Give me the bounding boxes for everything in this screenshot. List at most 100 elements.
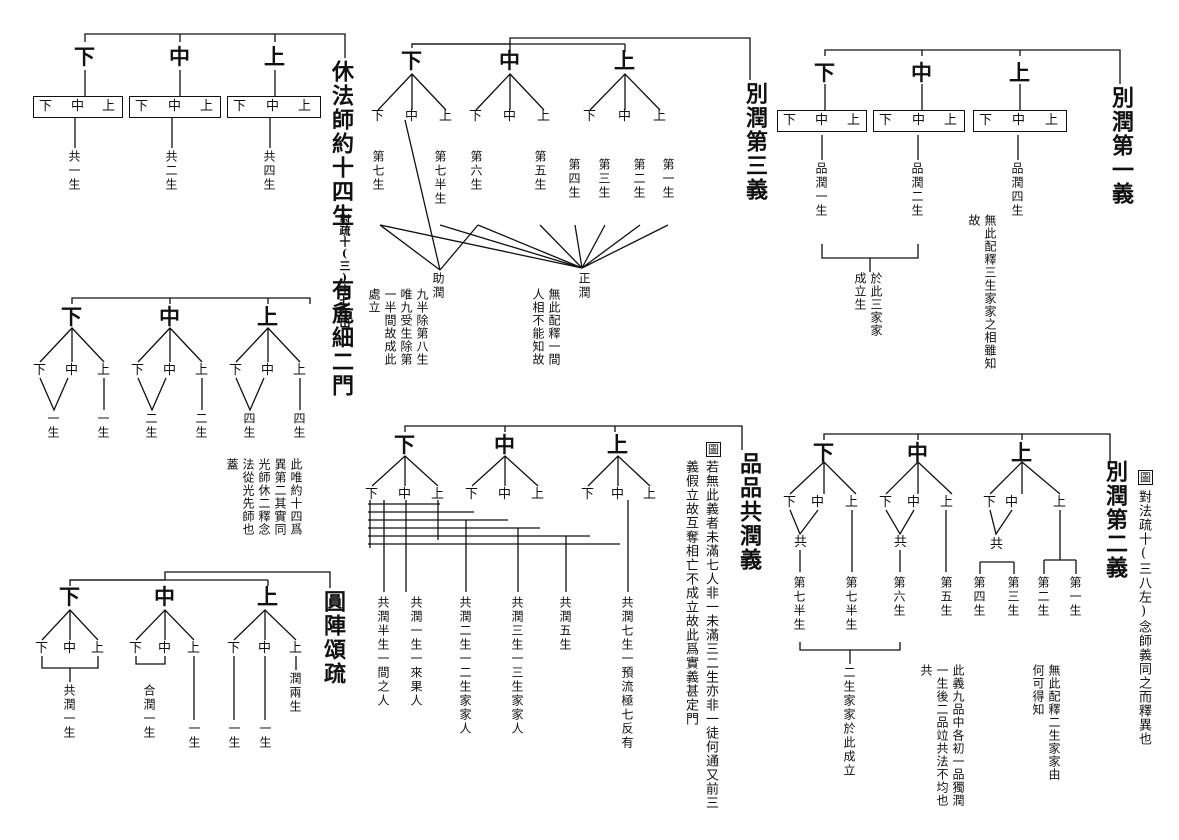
e-result-3: 一生	[187, 722, 201, 750]
e-sub-5: 中	[158, 641, 172, 656]
c-box1-l: 下	[783, 113, 797, 128]
a-box2-u: 上	[200, 99, 214, 114]
e-top-middle: 中	[154, 584, 175, 609]
g-title: 別潤第二義	[1102, 460, 1128, 580]
f-title: 品品共潤義	[736, 452, 762, 572]
tree-g-v2	[885, 509, 915, 536]
tree-c-bracket	[824, 49, 1121, 84]
g-sub-7: 下	[983, 495, 997, 510]
e-sub-6: 上	[187, 641, 201, 656]
e-result-1: 共潤一生	[62, 684, 76, 740]
b-sub-9: 上	[653, 109, 667, 124]
tree-d-v1	[39, 377, 69, 412]
d-sub-7: 下	[229, 363, 243, 378]
b-sub-4: 下	[469, 109, 483, 124]
c-box1-m: 中	[815, 113, 829, 128]
g-stage-1: 第七半生	[792, 576, 806, 632]
d-sub-3: 上	[97, 363, 111, 378]
g-join-text: 二生家家於此成立	[842, 666, 856, 778]
tree-f-bracket	[404, 425, 743, 450]
a-box3-u: 上	[298, 99, 312, 114]
e-sub-3: 上	[91, 641, 105, 656]
b-stage-7half: 第七半生	[433, 150, 447, 206]
tree-b-x5	[539, 224, 583, 269]
g-stage-4: 第五生	[939, 576, 953, 618]
a-box2-l: 下	[135, 99, 149, 114]
a-result-3: 共四生	[262, 150, 276, 192]
d-note: 此唯約十四爲異第二其實同光師休二釋念法從光先師也蓋	[225, 458, 303, 536]
a-box1-l: 下	[39, 99, 53, 114]
tree-b-x8	[581, 224, 641, 269]
c-box3-m: 中	[1012, 113, 1026, 128]
d-result-5: 四生	[242, 412, 256, 440]
g-gong-1: 共	[794, 535, 808, 550]
g-side-note: 對法疏十(三八左)念師義同之而釋異也	[1136, 490, 1151, 746]
c-join-text: 於此三家家成立生	[853, 272, 883, 337]
b-sub-8: 中	[618, 109, 632, 124]
e-top-lower: 下	[59, 584, 80, 609]
d-sub-1: 下	[33, 363, 47, 378]
b-note-zheng-body: 無此配釋一間人相不能知故	[531, 288, 561, 366]
e-sub-1: 下	[35, 641, 49, 656]
f-top-lower: 下	[394, 432, 415, 457]
g-stage-2: 第七半生	[844, 576, 858, 632]
c-top-middle: 中	[911, 60, 932, 85]
g-sub-6: 上	[940, 495, 954, 510]
g-stage-5: 第四生	[972, 576, 986, 618]
a-box1-m: 中	[71, 99, 85, 114]
d-result-4: 二生	[194, 412, 208, 440]
g-sub-8: 中	[1005, 495, 1019, 510]
b-stage-6: 第六生	[469, 150, 483, 192]
g-sub-2: 中	[811, 495, 825, 510]
tree-b-x11	[439, 224, 479, 271]
g-stage-7: 第二生	[1036, 576, 1050, 618]
f-sub-9: 上	[643, 487, 657, 502]
e-result-2: 合潤一生	[142, 684, 156, 740]
tree-b-x4	[477, 224, 583, 269]
tree-g-join	[799, 642, 901, 651]
g-note-b: 無此配釋二生家家由何可得知	[1031, 664, 1061, 781]
b-note-zhu-head: 助潤	[431, 272, 445, 300]
b-sub-7: 下	[583, 109, 597, 124]
tree-e-j1	[41, 656, 99, 669]
tree-f-fan-3	[587, 455, 651, 487]
f-sub-2: 中	[398, 487, 412, 502]
a-result-1: 共一生	[67, 150, 81, 192]
f-top-middle: 中	[494, 432, 515, 457]
tree-b-x3	[439, 224, 583, 269]
e-result-4: 一生	[227, 722, 241, 750]
c-box1-u: 上	[847, 113, 861, 128]
f-sub-8: 中	[611, 487, 625, 502]
b-top-upper: 上	[614, 48, 635, 73]
g-gong-2: 共	[894, 535, 908, 550]
tree-g-fan-2	[885, 461, 953, 495]
a-box3-m: 中	[266, 99, 280, 114]
d-sub-6: 上	[195, 363, 209, 378]
a-box1-u: 上	[102, 99, 116, 114]
d-result-6: 四生	[292, 412, 306, 440]
f-result-4: 共潤三生一三生家家人	[510, 596, 524, 736]
e-sub-2: 中	[63, 641, 77, 656]
d-result-1: 一生	[46, 412, 60, 440]
b-note-zhu-body: 九半除第八生唯九受生除第一半間故成此處立	[367, 288, 429, 366]
tree-c-join	[821, 244, 919, 259]
c-box2-l: 下	[879, 113, 893, 128]
d-result-3: 二生	[144, 412, 158, 440]
tree-g-bracket	[823, 433, 1111, 462]
tree-b-x1	[379, 224, 583, 269]
tree-g-v3	[989, 509, 1013, 536]
b-stage-2: 第二生	[632, 158, 646, 200]
f-sub-1: 下	[365, 487, 379, 502]
tree-e-bracket	[69, 571, 331, 588]
g-top-upper: 上	[1011, 440, 1032, 465]
g-note-a: 此義九品中各初一品獨潤一生後二品竝共法不均也共	[919, 664, 965, 807]
d-result-2: 一生	[96, 412, 110, 440]
c-box3-l: 下	[979, 113, 993, 128]
a-box-3	[227, 96, 321, 118]
a-top-middle: 中	[169, 44, 190, 69]
b-stage-3: 第三生	[597, 158, 611, 200]
b-sub-2: 中	[405, 109, 419, 124]
tree-b-x10	[379, 224, 441, 271]
tree-b-bracket	[411, 37, 751, 80]
